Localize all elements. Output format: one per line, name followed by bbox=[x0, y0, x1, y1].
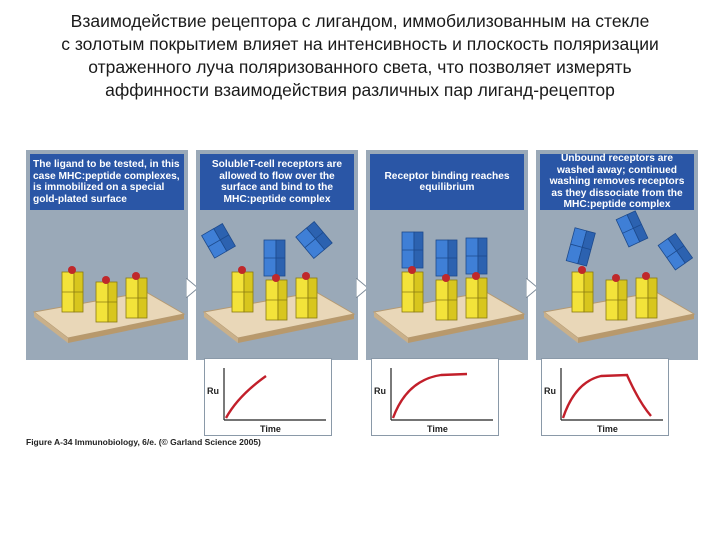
dissociating-receptor-3 bbox=[657, 232, 694, 271]
figure-credit: Figure A-34 Immunobiology, 6/e. (© Garla… bbox=[26, 437, 261, 447]
arrow-1-2-icon bbox=[186, 278, 198, 298]
slide-title: Взаимодействие рецептора с лигандом, имм… bbox=[8, 10, 712, 102]
panel-1-caption: The ligand to be tested, in this case MH… bbox=[30, 154, 184, 210]
graph-1-curve bbox=[224, 375, 267, 419]
panel-4-washing: Unbound receptors are washed away; conti… bbox=[536, 150, 698, 360]
ligand-1 bbox=[571, 266, 594, 313]
graph-3-curve bbox=[561, 373, 652, 419]
ligand-2 bbox=[605, 274, 628, 321]
panel-3-illustration bbox=[372, 231, 526, 343]
ligand-3 bbox=[125, 272, 148, 319]
ligand-3 bbox=[635, 272, 658, 319]
panel-2-caption: SolubleT-cell receptors are allowed to f… bbox=[200, 154, 354, 210]
panel-2-illustration bbox=[201, 220, 356, 343]
bound-receptor-1 bbox=[263, 239, 286, 277]
arrow-3-4-icon bbox=[526, 278, 538, 298]
graph-3-y-label: Ru bbox=[544, 386, 556, 396]
ligand-1 bbox=[61, 266, 84, 313]
panel-1-illustration bbox=[32, 266, 186, 343]
graph-3: Ru Time bbox=[541, 358, 669, 436]
title-line-2: с золотым покрытием влияет на интенсивно… bbox=[61, 34, 659, 54]
ligand-3 bbox=[295, 272, 318, 319]
graph-1-y-label: Ru bbox=[207, 386, 219, 396]
free-receptor-2 bbox=[295, 220, 333, 260]
graph-2-curve bbox=[391, 372, 468, 419]
title-line-1: Взаимодействие рецептора с лигандом, имм… bbox=[70, 11, 650, 31]
panel-4-illustration bbox=[542, 210, 696, 343]
panel-4-caption: Unbound receptors are washed away; conti… bbox=[540, 153, 694, 210]
graph-2-x-label: Time bbox=[427, 424, 448, 434]
title-line-4: аффинности взаимодействия различных пар … bbox=[105, 80, 615, 100]
graph-3-x-label: Time bbox=[597, 424, 618, 434]
graph-2: Ru Time bbox=[371, 358, 499, 436]
title-line-3: отраженного луча поляризованного света, … bbox=[88, 57, 632, 77]
bound-receptor-1 bbox=[401, 231, 424, 269]
arrow-2-3-icon bbox=[356, 278, 368, 298]
ligand-1 bbox=[401, 266, 424, 313]
ligand-2 bbox=[95, 276, 118, 323]
ligand-2 bbox=[265, 274, 288, 321]
ligand-1 bbox=[231, 266, 254, 313]
panel-3-caption: Receptor binding reaches equilibrium bbox=[370, 154, 524, 210]
dissociating-receptor-1 bbox=[565, 227, 596, 267]
ligand-3 bbox=[465, 272, 488, 319]
free-receptor-1 bbox=[201, 223, 236, 259]
panel-3-equilibrium: Receptor binding reaches equilibrium bbox=[366, 150, 528, 360]
spr-figure: The ligand to be tested, in this case MH… bbox=[26, 150, 706, 450]
panel-2-receptor-flow: SolubleT-cell receptors are allowed to f… bbox=[196, 150, 358, 360]
graph-1: Ru Time bbox=[204, 358, 332, 436]
graph-1-x-label: Time bbox=[260, 424, 281, 434]
bound-receptor-3 bbox=[465, 237, 488, 275]
panel-1-ligand-immobilized: The ligand to be tested, in this case MH… bbox=[26, 150, 188, 360]
bound-receptor-2 bbox=[435, 239, 458, 277]
graph-2-y-label: Ru bbox=[374, 386, 386, 396]
ligand-2 bbox=[435, 274, 458, 321]
dissociating-receptor-2 bbox=[615, 210, 649, 248]
